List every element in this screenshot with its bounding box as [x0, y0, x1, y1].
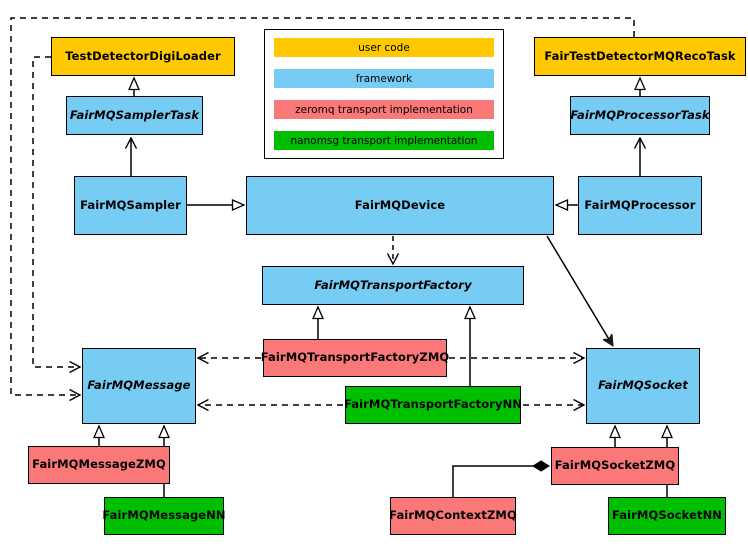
legend-item-zeromq: zeromq transport implementation — [274, 100, 494, 119]
class-box-fairmq-processor[interactable]: FairMQProcessor — [578, 176, 702, 235]
legend-box: user code framework zeromq transport imp… — [264, 29, 504, 159]
class-box-fairmq-context-zmq[interactable]: FairMQContextZMQ — [389, 497, 517, 535]
class-box-fairmq-message-nn[interactable]: FairMQMessageNN — [102, 497, 226, 535]
class-box-fairmq-transport-factory-zmq[interactable]: FairMQTransportFactoryZMQ — [261, 339, 449, 377]
class-box-fairmq-message[interactable]: FairMQMessage — [82, 348, 196, 424]
legend-item-user-code: user code — [274, 38, 494, 57]
class-box-fair-test-detector-mq-reco-task[interactable]: FairTestDetectorMQRecoTask — [534, 37, 746, 76]
legend-item-nanomsg: nanomsg transport implementation — [274, 131, 494, 150]
class-box-fairmq-socket-zmq[interactable]: FairMQSocketZMQ — [551, 447, 679, 485]
class-box-fairmq-device[interactable]: FairMQDevice — [246, 176, 554, 235]
class-box-test-detector-digi-loader[interactable]: TestDetectorDigiLoader — [51, 37, 235, 76]
legend-item-framework: framework — [274, 69, 494, 88]
class-box-fairmq-message-zmq[interactable]: FairMQMessageZMQ — [28, 446, 170, 484]
class-box-fairmq-transport-factory-nn[interactable]: FairMQTransportFactoryNN — [344, 386, 522, 424]
class-box-fairmq-sampler-task[interactable]: FairMQSamplerTask — [66, 96, 203, 135]
class-box-fairmq-socket-nn[interactable]: FairMQSocketNN — [608, 497, 726, 535]
class-box-fairmq-socket[interactable]: FairMQSocket — [586, 348, 700, 424]
class-box-fairmq-processor-task[interactable]: FairMQProcessorTask — [570, 96, 710, 135]
class-box-fairmq-sampler[interactable]: FairMQSampler — [74, 176, 187, 235]
edge-recotask-message-dependency — [10, 17, 635, 395]
class-box-fairmq-transport-factory[interactable]: FairMQTransportFactory — [262, 266, 524, 305]
edge-device-socket — [546, 235, 614, 346]
